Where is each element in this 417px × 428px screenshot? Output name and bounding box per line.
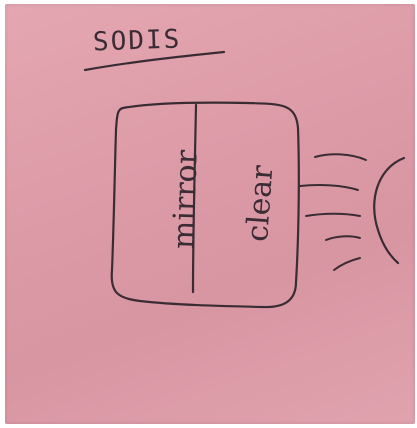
- sun-icon: [374, 158, 404, 263]
- sun-ray: [326, 236, 360, 240]
- sun-ray: [315, 154, 366, 160]
- sun-arc: [374, 158, 404, 263]
- sun-rays: [300, 154, 366, 270]
- sun-ray: [300, 185, 358, 190]
- sun-ray: [306, 214, 360, 216]
- sun-ray: [334, 258, 360, 270]
- clear-label: clear: [240, 164, 280, 243]
- title-underline: [85, 52, 224, 70]
- mirror-label: mirror: [166, 149, 204, 249]
